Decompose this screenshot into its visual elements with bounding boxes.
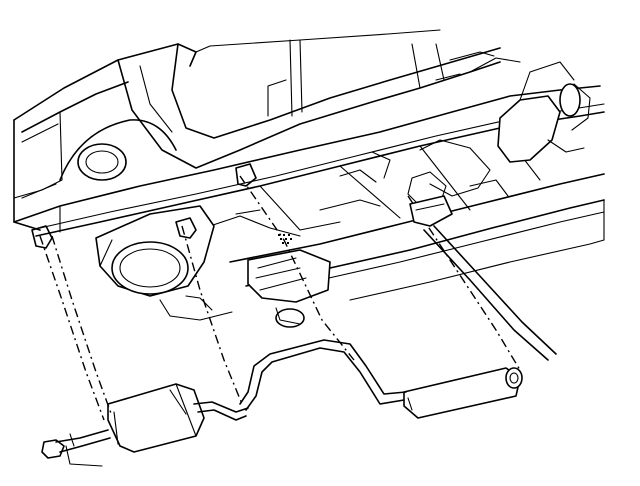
catalytic-converter (409, 195, 453, 227)
crossmember (209, 127, 541, 237)
fuel-tank (95, 205, 233, 321)
exhaust-hanger-rear (31, 225, 113, 421)
rear-wheel-well (59, 119, 177, 181)
intermediate-pipe (423, 225, 557, 361)
tail-pipe (41, 429, 111, 467)
exhaust-pipe (239, 339, 407, 411)
rear-axle (247, 234, 331, 328)
resonator (403, 367, 523, 419)
vehicle-underbody (13, 29, 501, 231)
exhaust-hanger-front (235, 163, 521, 371)
muffler (107, 383, 249, 453)
transmission (339, 57, 591, 207)
exhaust-hanger-middle (175, 217, 243, 405)
